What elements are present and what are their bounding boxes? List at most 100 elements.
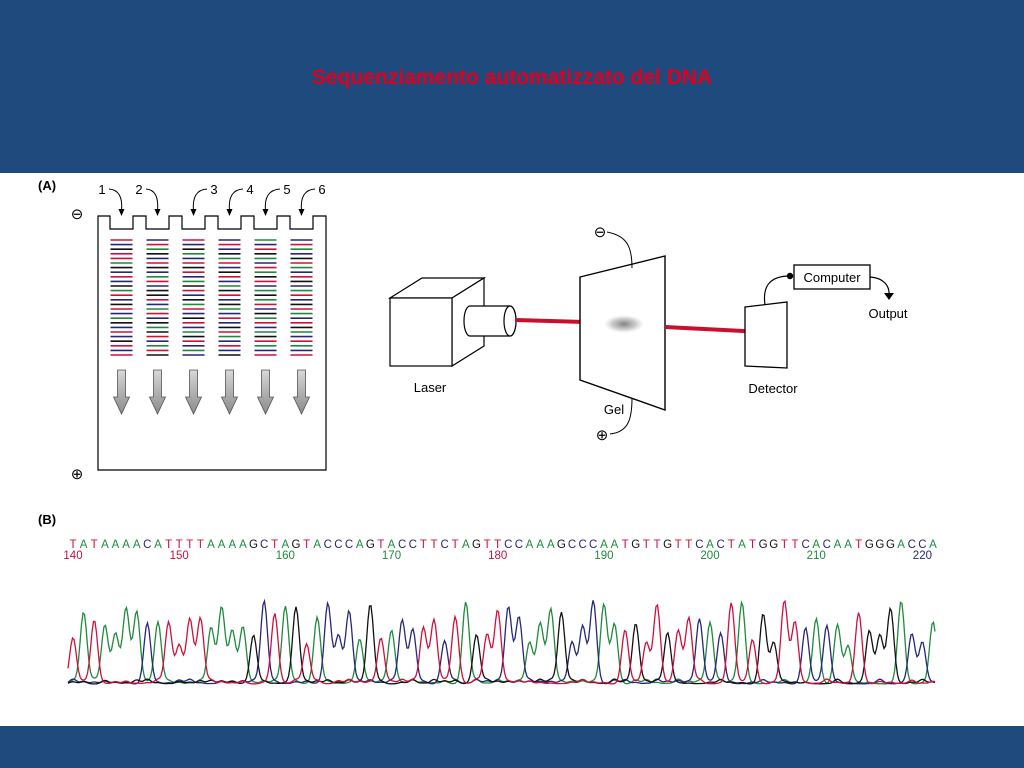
base-call: C	[717, 539, 725, 551]
base-call: T	[91, 539, 98, 551]
lane-pointer-head-1	[118, 209, 125, 216]
base-call: T	[685, 539, 692, 551]
base-call: G	[292, 539, 301, 551]
base-call: T	[855, 539, 862, 551]
base-call: G	[366, 539, 375, 551]
base-call: C	[143, 539, 151, 551]
lane-number-5: 5	[283, 182, 290, 197]
detector	[744, 301, 788, 369]
base-call: A	[313, 539, 321, 551]
base-call: C	[578, 539, 586, 551]
base-call: A	[834, 539, 842, 551]
base-call: T	[69, 539, 76, 551]
base-call: A	[356, 539, 364, 551]
lane-pointer-head-3	[190, 209, 197, 216]
output-label: Output	[868, 306, 907, 321]
base-call: T	[377, 539, 384, 551]
base-call: G	[472, 539, 481, 551]
gel-plus-symbol: ⊕	[596, 427, 609, 444]
base-call: A	[281, 539, 289, 551]
base-call: A	[122, 539, 130, 551]
laser-nozzle-end	[503, 305, 517, 337]
base-call: T	[749, 539, 756, 551]
computer-label: Computer	[803, 270, 861, 285]
base-call: A	[706, 539, 714, 551]
base-call: T	[271, 539, 278, 551]
base-call: C	[589, 539, 597, 551]
base-call: C	[515, 539, 523, 551]
cathode-symbol: ⊖	[71, 206, 84, 223]
base-call: T	[452, 539, 459, 551]
base-call: T	[653, 539, 660, 551]
base-call: T	[165, 539, 172, 551]
lane-number-6: 6	[318, 182, 325, 197]
base-call: A	[738, 539, 746, 551]
footer-band	[0, 726, 1024, 768]
base-call: A	[218, 539, 226, 551]
migration-arrow-3	[184, 369, 203, 415]
position-label: 160	[276, 550, 295, 562]
detector-cable	[763, 275, 791, 306]
migration-arrow-4	[220, 369, 239, 415]
slide-title: Sequenziamento automatizzato del DNA	[311, 66, 713, 89]
base-call: C	[334, 539, 342, 551]
lane-pointer-5	[264, 188, 281, 212]
base-call: T	[791, 539, 798, 551]
lane-pointer-head-2	[154, 209, 161, 216]
base-call: C	[801, 539, 809, 551]
base-call: C	[409, 539, 417, 551]
base-call: A	[600, 539, 608, 551]
panel-b-label: (B)	[38, 512, 56, 527]
trace-C	[67, 598, 936, 685]
gel-minus-symbol: ⊖	[594, 224, 607, 241]
base-call: C	[440, 539, 448, 551]
base-call: T	[186, 539, 193, 551]
base-call: T	[420, 539, 427, 551]
base-call: A	[101, 539, 109, 551]
migration-arrow-6	[292, 369, 311, 415]
base-call: T	[484, 539, 491, 551]
base-call: T	[303, 539, 310, 551]
base-call: T	[176, 539, 183, 551]
lane-number-2: 2	[135, 182, 142, 197]
base-call: T	[728, 539, 735, 551]
base-call: T	[622, 539, 629, 551]
position-label: 210	[807, 550, 826, 562]
migration-arrow-5	[256, 369, 275, 415]
base-call: A	[929, 539, 937, 551]
base-call: C	[918, 539, 926, 551]
position-label: 140	[63, 550, 82, 562]
base-call: G	[557, 539, 566, 551]
base-call: C	[695, 539, 703, 551]
base-call: G	[865, 539, 874, 551]
lane-number-1: 1	[98, 182, 105, 197]
base-call: A	[80, 539, 88, 551]
position-label: 190	[594, 550, 613, 562]
gel-minus-lead	[606, 231, 633, 269]
migration-arrow-2	[148, 369, 167, 415]
base-call: T	[675, 539, 682, 551]
base-call: G	[249, 539, 258, 551]
base-call: A	[228, 539, 236, 551]
base-call: A	[547, 539, 555, 551]
position-label: 180	[488, 550, 507, 562]
lane-pointer-2	[145, 188, 159, 212]
base-call: C	[908, 539, 916, 551]
position-label: 200	[700, 550, 719, 562]
base-call: A	[133, 539, 141, 551]
base-call: T	[781, 539, 788, 551]
base-call: G	[886, 539, 895, 551]
position-label: 220	[913, 550, 932, 562]
base-call: C	[823, 539, 831, 551]
laser-box-front	[389, 297, 453, 367]
base-call: C	[504, 539, 512, 551]
position-label: 170	[382, 550, 401, 562]
base-call: A	[154, 539, 162, 551]
base-call: G	[875, 539, 884, 551]
base-call: T	[430, 539, 437, 551]
base-call: T	[494, 539, 501, 551]
gel-outline	[97, 215, 327, 471]
base-call: C	[260, 539, 268, 551]
base-call: C	[398, 539, 406, 551]
base-call: A	[239, 539, 247, 551]
